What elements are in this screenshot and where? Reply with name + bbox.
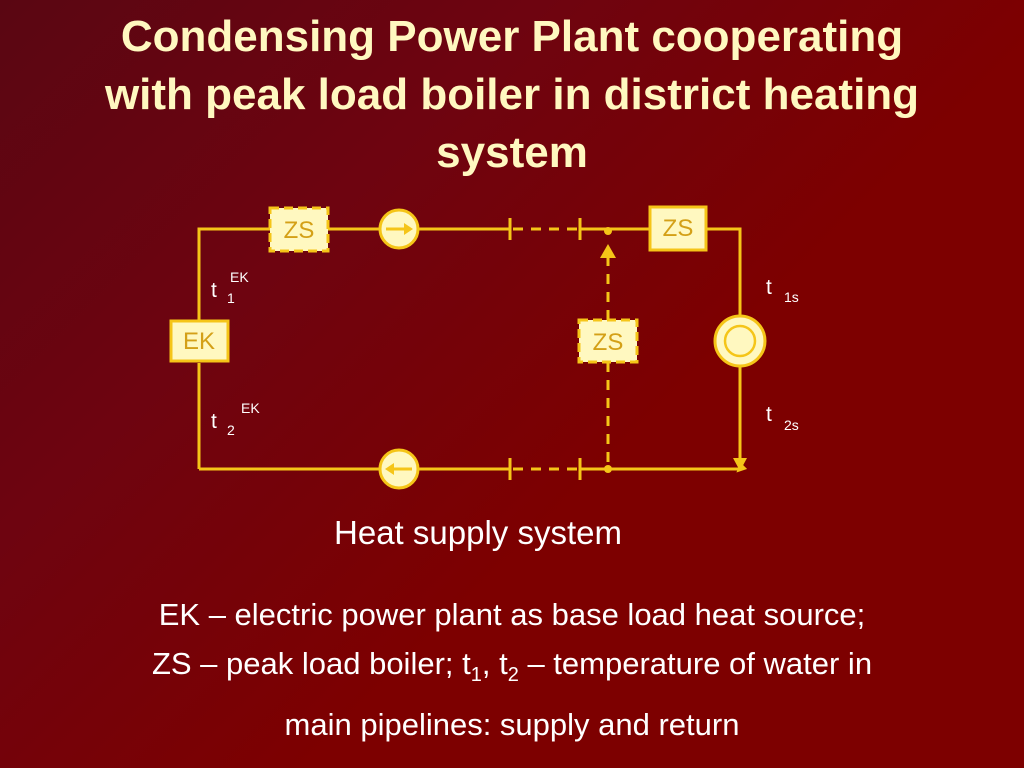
legend-text: EK – electric power plant as base load h… [0,590,1024,749]
pump-supply-icon [378,208,420,250]
svg-text:EK: EK [230,269,249,285]
zs-top-left-label: ZS [284,217,315,244]
svg-text:t: t [766,276,772,299]
junction-dot-bottom [604,465,612,473]
ek-box: EK [169,319,230,363]
return-arrow-icon [733,458,747,471]
svg-text:1s: 1s [784,289,799,305]
label-t1s: t 1s [766,276,799,305]
label-t1-ek: t 1 EK [211,269,249,306]
return-pipe-from-consumer [580,366,748,473]
svg-text:2: 2 [227,422,235,438]
title-line-3: system [436,128,588,177]
zs-box-top-left: ZS [268,206,330,253]
zs-middle-label: ZS [593,329,624,356]
zs-top-right-label: ZS [663,215,694,242]
supply-pipe-to-consumer [706,227,742,316]
svg-text:t: t [211,279,217,302]
legend-line-3: main pipelines: supply and return [284,707,740,743]
heat-consumer-icon [713,314,767,368]
ek-box-label: EK [183,328,215,355]
svg-text:1: 1 [227,290,235,306]
bypass-arrow-icon [600,244,616,258]
svg-text:2s: 2s [784,417,799,433]
supply-pipe-left [197,227,270,323]
junction-dot-top [604,227,612,235]
svg-text:t: t [211,410,217,433]
zs-box-top-right: ZS [648,205,708,252]
title-line-1: Condensing Power Plant cooperating [120,12,904,61]
svg-text:t: t [766,403,772,426]
label-t2s: t 2s [766,403,799,433]
legend-line-2: ZS – peak load boiler; t1, t2 – temperat… [151,646,873,687]
legend-line-1: EK – electric power plant as base load h… [158,597,866,632]
label-t2-ek: t 2 EK [211,400,260,438]
pump-return-icon [378,448,420,490]
slide-title: Condensing Power Plant cooperating with … [0,8,1024,182]
svg-text:EK: EK [241,400,260,416]
title-line-2: with peak load boiler in district heatin… [104,70,920,119]
diagram-caption: Heat supply system [334,514,622,551]
zs-box-middle: ZS [577,318,639,364]
